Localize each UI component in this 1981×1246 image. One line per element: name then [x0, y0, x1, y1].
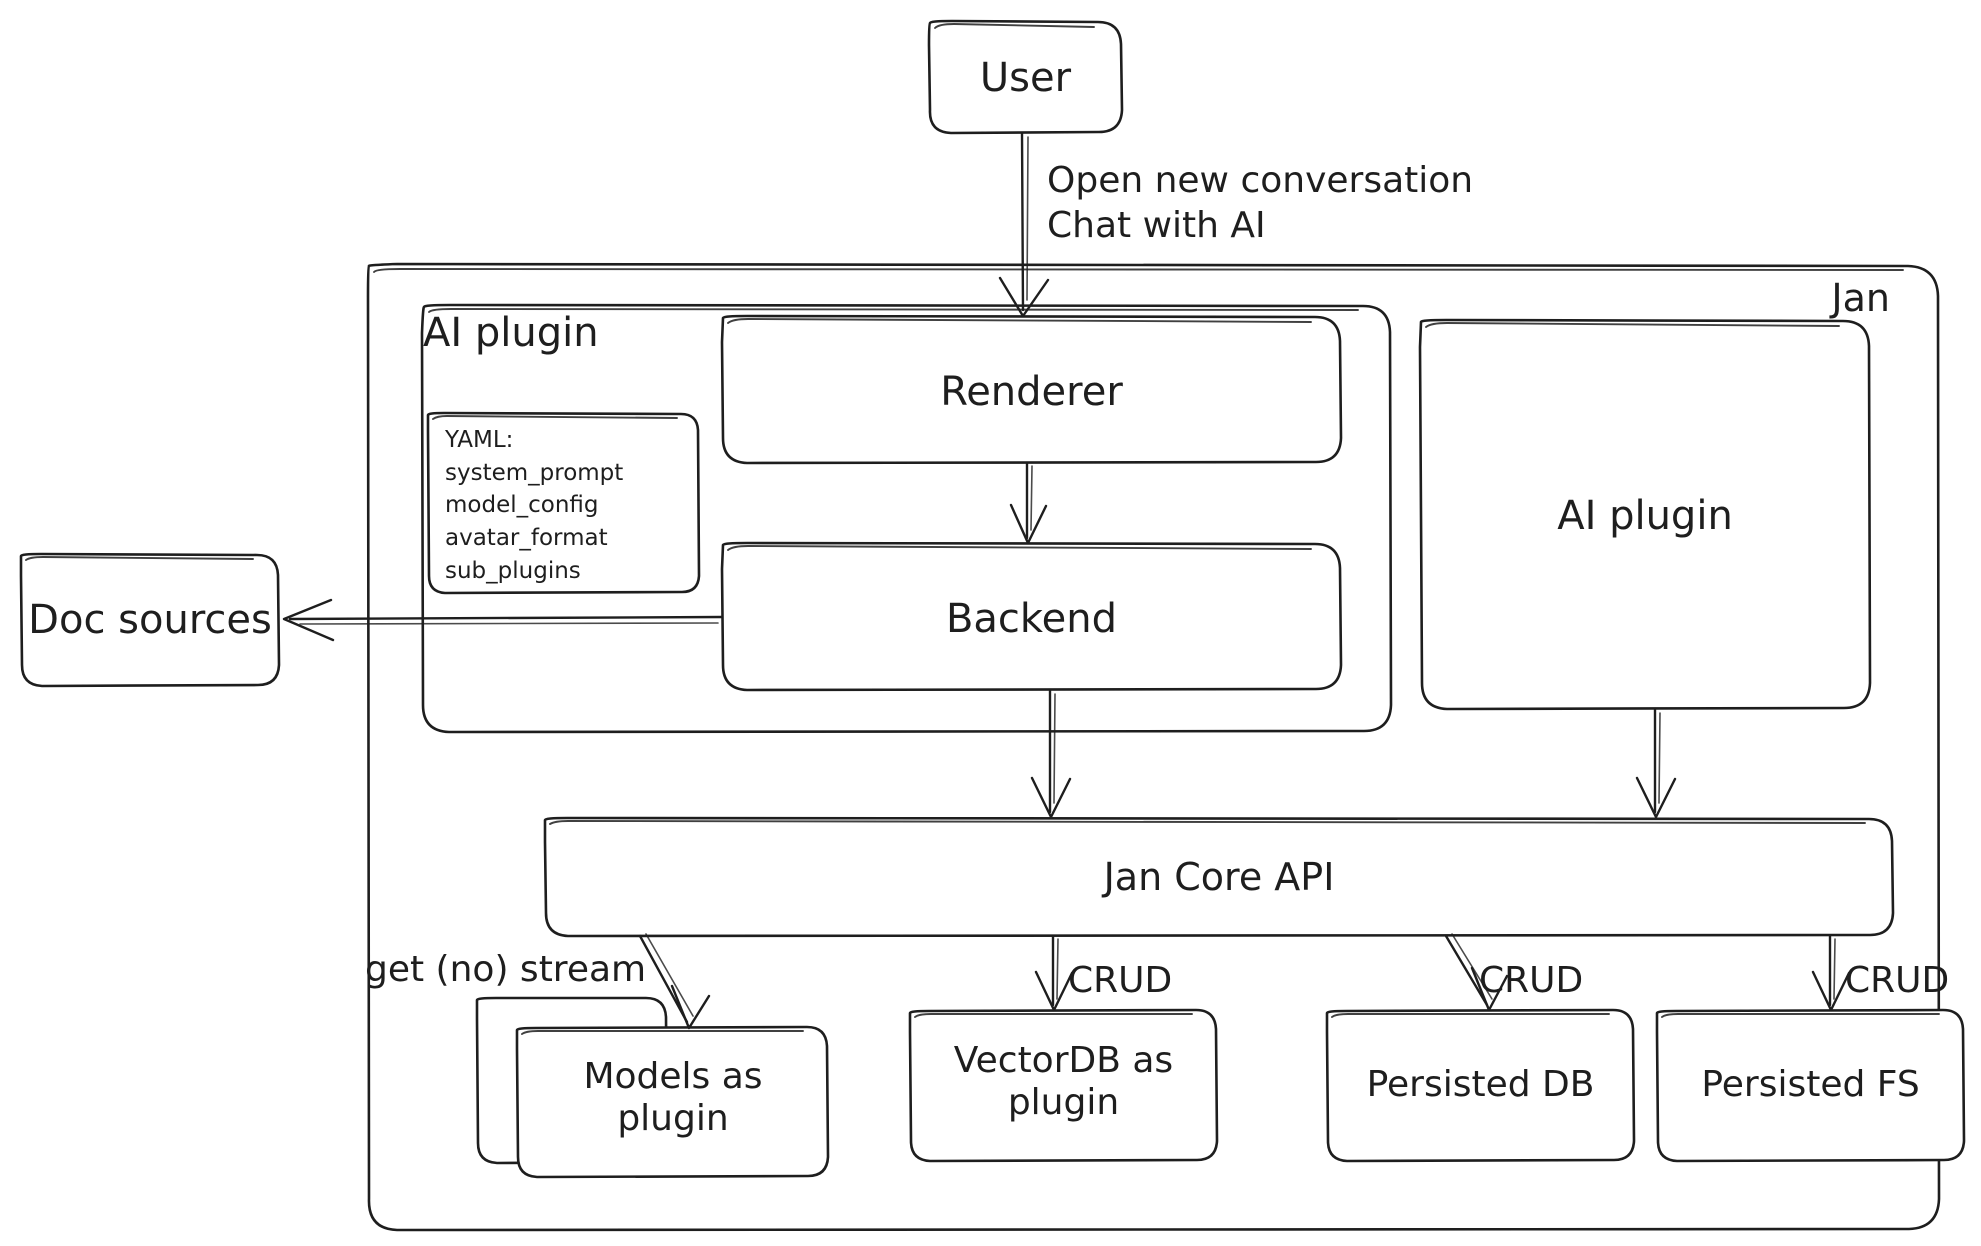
- arrow-renderer-to-backend: [1009, 461, 1048, 545]
- arrow-core-to-vectordb: [1034, 934, 1074, 1012]
- node-jan-core-api-outline: [543, 816, 1895, 938]
- node-persisted-db-outline: [1325, 1008, 1636, 1163]
- arrow-core-to-models: [638, 933, 711, 1030]
- container-label-jan: Jan: [1831, 276, 1890, 320]
- arrow-aiplugin-to-core: [1635, 707, 1677, 819]
- arrow-backend-to-doc-sources: [282, 598, 724, 642]
- arrow-core-to-persisted-fs: [1811, 934, 1851, 1012]
- node-backend-outline: [720, 541, 1343, 692]
- node-persisted-fs-outline: [1655, 1008, 1966, 1163]
- arrow-user-to-renderer: [998, 131, 1050, 318]
- node-doc-sources-outline: [19, 552, 281, 688]
- arrow-core-to-persisted-db: [1444, 933, 1509, 1012]
- yaml-note-text: YAML: system_prompt model_config avatar_…: [445, 427, 624, 584]
- arrow-backend-to-core: [1030, 688, 1072, 819]
- node-renderer-outline: [720, 314, 1343, 465]
- edge-label-crud-vectordb: CRUD: [1068, 960, 1173, 1001]
- node-vectordb-as-plugin-outline: [908, 1008, 1219, 1163]
- edge-label-crud-persisted-fs: CRUD: [1845, 960, 1950, 1001]
- node-ai-plugin-outline: [1418, 318, 1872, 711]
- edge-label-get-no-stream: get (no) stream: [365, 949, 647, 990]
- container-label-ai-plugin: AI plugin: [423, 310, 599, 356]
- yaml-note-outline: [426, 411, 701, 595]
- node-models-as-plugin-outline: [475, 996, 830, 1179]
- edge-label-user-to-renderer: Open new conversation Chat with AI: [1047, 160, 1474, 246]
- edge-label-crud-persisted-db: CRUD: [1479, 960, 1584, 1001]
- node-user-outline: [927, 19, 1124, 135]
